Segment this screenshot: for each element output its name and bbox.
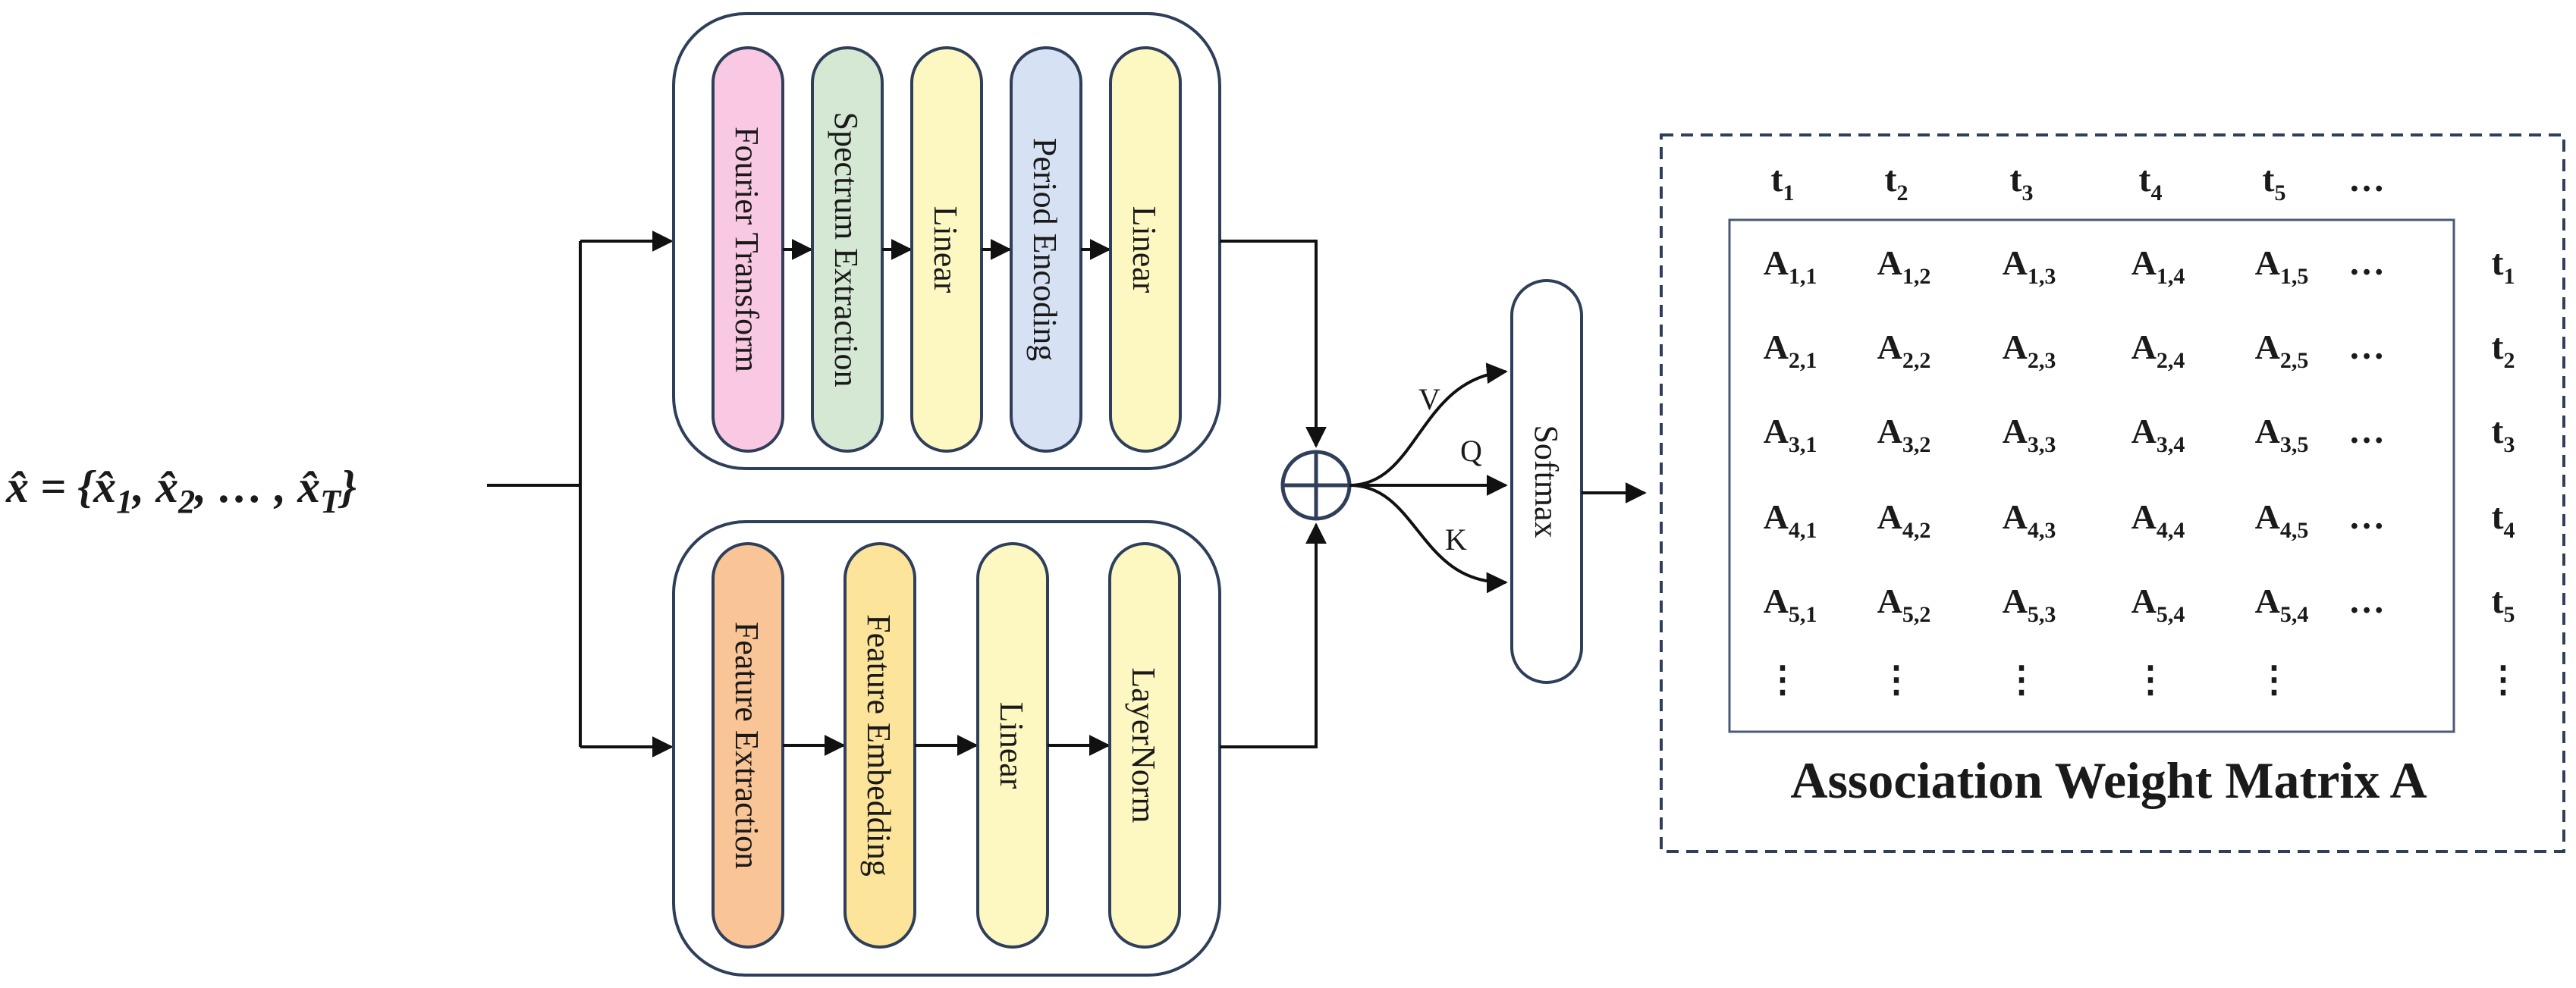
matrix-cell-3-5: A3,5 bbox=[2255, 412, 2309, 457]
qkv-arrows bbox=[1349, 362, 1508, 594]
matrix-frame bbox=[1660, 133, 2565, 853]
matrix-cell-6-4: ⋮ bbox=[2132, 660, 2169, 700]
top-block-label-2: Spectrum Extraction bbox=[828, 112, 865, 387]
bottom-block-label-3: Linear bbox=[993, 702, 1030, 789]
formula-part: x̂ bbox=[297, 462, 320, 512]
matrix-cell-5-1: A5,1 bbox=[1764, 582, 1817, 627]
formula-subscript: T bbox=[320, 483, 342, 520]
matrix-cell-5-3: A5,3 bbox=[2003, 582, 2056, 627]
matrix-cell-4-6: … bbox=[2348, 497, 2385, 537]
matrix-cell-4-3: A4,3 bbox=[2003, 497, 2056, 543]
k-label: K bbox=[1445, 522, 1467, 557]
matrix-cell-4-5: A4,5 bbox=[2255, 497, 2309, 543]
formula-part: , … , bbox=[193, 462, 297, 512]
matrix-cell-6-5: ⋮ bbox=[2256, 660, 2292, 700]
matrix-cell-3-6: … bbox=[2348, 411, 2385, 451]
bottom-block-label-4: LayerNorm bbox=[1125, 667, 1162, 823]
input-split-connector bbox=[487, 231, 674, 757]
q-label: Q bbox=[1460, 434, 1482, 468]
formula-subscript: 2 bbox=[177, 483, 195, 520]
matrix-cell-2-5: A2,5 bbox=[2255, 328, 2309, 373]
col-header-5: t5 bbox=[2263, 159, 2286, 205]
col-header-6: … bbox=[2348, 159, 2385, 199]
bottom-block-label-2: Feature Embedding bbox=[860, 614, 897, 877]
row-header-5: t5 bbox=[2492, 581, 2515, 627]
matrix-cell-1-3: A1,3 bbox=[2003, 243, 2056, 289]
col-header-4: t4 bbox=[2139, 159, 2163, 205]
formula-part: } bbox=[338, 462, 357, 512]
matrix-cells: A1,1 A1,2 A1,3 A1,4 A1,5 … A2,1 A2,2 A2,3 A2,4 A2,… bbox=[1764, 243, 2385, 700]
bottom-block-label-1: Feature Extraction bbox=[728, 622, 765, 869]
matrix-cell-1-5: A1,5 bbox=[2255, 243, 2309, 289]
top-block-label-3: Linear bbox=[927, 206, 964, 293]
input-formula: x̂ = {x̂1, x̂2, … , x̂T} bbox=[5, 462, 357, 520]
formula-part: , bbox=[131, 462, 156, 512]
col-header-1: t1 bbox=[1771, 159, 1795, 205]
matrix-cell-2-6: … bbox=[2348, 327, 2385, 367]
softmax-block bbox=[1510, 279, 1583, 684]
matrix-cell-6-1: ⋮ bbox=[1764, 660, 1801, 700]
matrix-cell-2-1: A2,1 bbox=[1764, 328, 1817, 373]
softmax-label: Softmax bbox=[1528, 425, 1565, 538]
matrix-inner-box bbox=[1728, 218, 2455, 733]
matrix-row-headers: t1 t2 t3 t4 t5 ⋮ bbox=[2485, 243, 2521, 700]
matrix-column-headers: t1 t2 t3 t4 t5 … bbox=[1771, 159, 2385, 205]
matrix-cell-6-2: ⋮ bbox=[1878, 660, 1915, 700]
row-header-3: t3 bbox=[2492, 411, 2515, 457]
row-header-2: t2 bbox=[2492, 327, 2515, 373]
col-header-2: t2 bbox=[1885, 159, 1908, 205]
v-label: V bbox=[1418, 382, 1440, 416]
matrix-cell-1-1: A1,1 bbox=[1764, 243, 1817, 289]
top-branch-blocks: Fourier Transform Spectrum Extraction Line… bbox=[712, 46, 1182, 453]
matrix-cell-3-4: A3,4 bbox=[2131, 412, 2185, 457]
matrix-title: Association Weight Matrix A bbox=[1790, 751, 2427, 809]
matrix-cell-3-3: A3,3 bbox=[2003, 412, 2056, 457]
matrix-cell-2-3: A2,3 bbox=[2003, 328, 2056, 373]
matrix-cell-5-4: A5,4 bbox=[2131, 582, 2185, 627]
matrix-cell-2-4: A2,4 bbox=[2131, 328, 2185, 373]
matrix-cell-5-6: … bbox=[2348, 581, 2385, 621]
bottom-block-4 bbox=[1108, 542, 1181, 949]
formula-part: x̂ bbox=[93, 462, 116, 512]
row-header-1: t1 bbox=[2492, 243, 2515, 289]
matrix-cell-5-2: A5,2 bbox=[1877, 582, 1931, 627]
matrix-cell-4-2: A4,2 bbox=[1877, 497, 1931, 543]
top-block-5 bbox=[1109, 46, 1182, 453]
matrix-cell-1-2: A1,2 bbox=[1877, 243, 1931, 289]
col-header-3: t3 bbox=[2010, 159, 2034, 205]
row-header-4: t4 bbox=[2492, 497, 2515, 543]
matrix-cell-4-4: A4,4 bbox=[2131, 497, 2185, 543]
matrix-cell-3-2: A3,2 bbox=[1877, 412, 1931, 457]
formula-part: x̂ bbox=[155, 462, 178, 512]
sum-node-icon bbox=[1280, 450, 1352, 521]
matrix-cell-1-4: A1,4 bbox=[2131, 243, 2185, 289]
matrix-cell-3-1: A3,1 bbox=[1764, 412, 1817, 457]
top-block-label-5: Linear bbox=[1126, 206, 1163, 293]
top-block-label-4: Period Encoding bbox=[1026, 138, 1063, 362]
top-block-label-1: Fourier Transform bbox=[728, 127, 765, 372]
matrix-cell-1-6: … bbox=[2348, 243, 2385, 283]
formula-subscript: 1 bbox=[116, 483, 133, 520]
matrix-cell-4-1: A4,1 bbox=[1764, 497, 1817, 543]
formula-lhs: x̂ = { bbox=[5, 462, 96, 512]
matrix-cell-5-5: A5,4 bbox=[2255, 582, 2309, 627]
bottom-branch-blocks: Feature Extraction Feature Embedding Linea… bbox=[712, 542, 1181, 949]
branch-to-sum-connectors bbox=[1220, 240, 1327, 748]
matrix-cell-6-3: ⋮ bbox=[2003, 660, 2040, 700]
row-header-6: ⋮ bbox=[2485, 660, 2521, 700]
matrix-cell-2-2: A2,2 bbox=[1877, 328, 1931, 373]
